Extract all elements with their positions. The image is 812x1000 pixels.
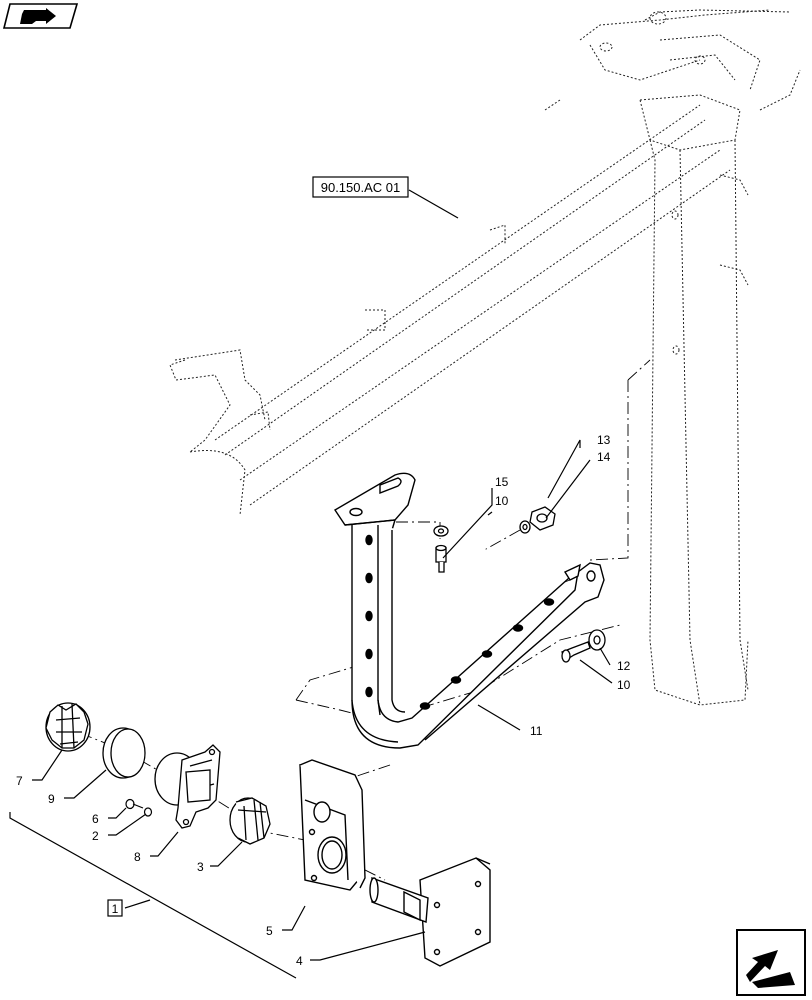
nut-part-14 [529,506,556,531]
callout-9[interactable]: 9 [48,792,55,806]
callout-7[interactable]: 7 [16,774,23,788]
callout-13[interactable]: 13 [597,433,611,447]
kit-box[interactable]: 1 [107,899,123,917]
callout-3[interactable]: 3 [197,860,204,874]
bracket-part-11 [334,472,605,749]
callout-8[interactable]: 8 [134,850,141,864]
callout-5[interactable]: 5 [266,924,273,938]
bolt-part-10-lower [561,641,591,663]
callout-12[interactable]: 12 [617,659,631,673]
reference-label: 90.150.AC 01 [321,180,401,195]
callout-10-lower[interactable]: 10 [617,678,631,692]
washer-part-13 [519,520,531,534]
kit-label: 1 [112,902,119,916]
bolt-part-10-upper [435,544,447,573]
leader-lines [32,189,613,961]
bracket-part-4 [369,857,491,967]
lamp-socket-part-3 [229,797,271,845]
callout-4[interactable]: 4 [296,954,303,968]
lamp-housing-part-8 [154,744,221,829]
callout-2[interactable]: 2 [92,829,99,843]
callout-11[interactable]: 11 [530,724,543,738]
callout-14[interactable]: 14 [597,450,611,464]
washer-part-2 [143,807,153,817]
kit-bracket-line [9,812,297,979]
lamp-cover-part-9 [102,727,146,779]
reference-box[interactable]: 90.150.AC 01 [312,176,409,198]
lamp-lens-part-7 [45,702,91,752]
callout-10-upper[interactable]: 10 [495,494,509,508]
callout-6[interactable]: 6 [92,812,99,826]
washer-part-15 [433,525,449,537]
mount-plate-part-5 [299,759,366,891]
screw-part-6 [125,798,144,810]
next-page-arrow-icon[interactable] [736,929,806,996]
frame-beam [169,9,801,706]
washer-part-12 [588,629,606,651]
callout-15[interactable]: 15 [495,475,509,489]
book-arrow-icon[interactable] [2,3,79,29]
